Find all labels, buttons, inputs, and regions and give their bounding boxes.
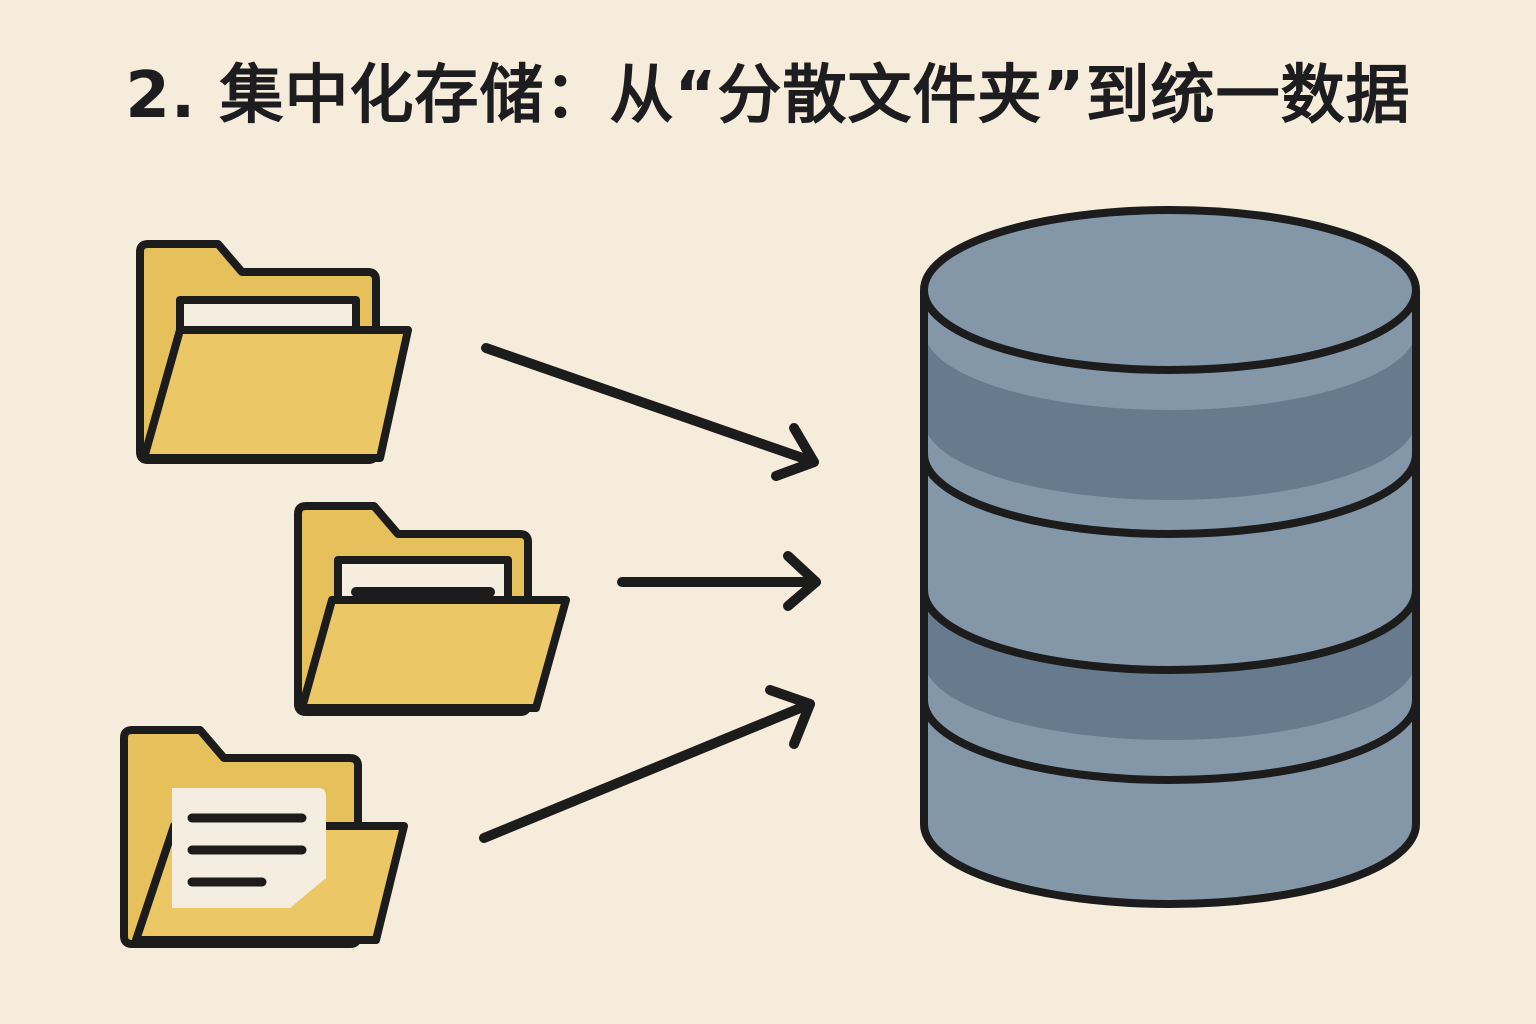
arrow-right-icon-middle bbox=[617, 551, 821, 611]
page-title: 2. 集中化存储：从“分散文件夹”到统一数据 bbox=[125, 59, 1411, 133]
arrow-right-icon-top bbox=[481, 343, 819, 481]
folder-icon-middle bbox=[294, 502, 570, 716]
folder-document-icon-bottom bbox=[120, 726, 408, 948]
database-icon bbox=[920, 206, 1420, 908]
arrow-right-icon-bottom bbox=[479, 685, 815, 843]
folder-icon-top bbox=[136, 240, 412, 464]
